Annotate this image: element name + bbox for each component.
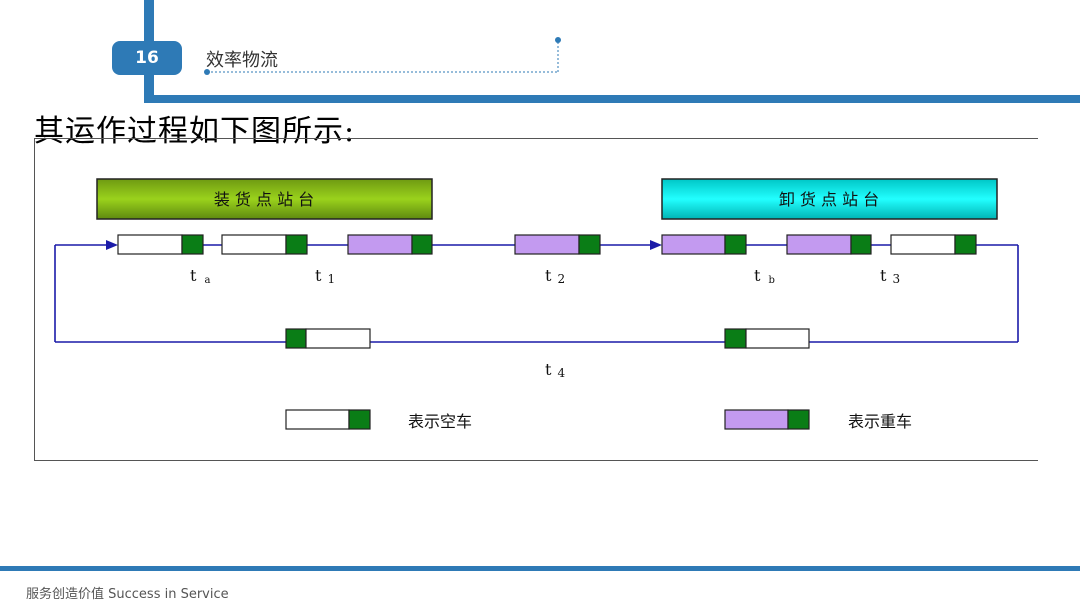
footer-slogan: 服务创造价值 Success in Service bbox=[26, 587, 229, 602]
header-underline-bar bbox=[144, 95, 1080, 103]
page-number-badge: 16 bbox=[112, 41, 182, 75]
loading-station-platform: 装 货 点 站 台 bbox=[96, 178, 433, 220]
diagram-frame bbox=[34, 138, 1038, 461]
footer-divider-bar bbox=[0, 566, 1080, 571]
empty-vehicle-t1 bbox=[221, 234, 308, 255]
legend-loaded-label: 表示重车 bbox=[848, 412, 912, 431]
legend-empty-label: 表示空车 bbox=[408, 412, 472, 431]
empty-vehicle-return-right bbox=[724, 328, 810, 349]
loading-station-label: 装 货 点 站 台 bbox=[214, 190, 314, 209]
empty-vehicle-ta bbox=[117, 234, 204, 255]
track-loop bbox=[54, 240, 1019, 343]
loaded-vehicle-tb bbox=[661, 234, 747, 255]
header-decoration bbox=[204, 37, 561, 75]
legend-loaded-vehicle-symbol bbox=[724, 409, 810, 430]
legend-empty-vehicle-symbol bbox=[285, 409, 371, 430]
empty-vehicle-return-left bbox=[285, 328, 371, 349]
loaded-vehicle-1 bbox=[347, 234, 433, 255]
loaded-vehicle-t2 bbox=[514, 234, 601, 255]
slide-heading: 其运作过程如下图所示: bbox=[34, 114, 356, 149]
unloading-station-label: 卸 货 点 站 台 bbox=[779, 190, 879, 209]
unloading-station-platform: 卸 货 点 站 台 bbox=[661, 178, 998, 220]
section-title: 效率物流 bbox=[206, 50, 278, 71]
loaded-vehicle-2 bbox=[786, 234, 872, 255]
empty-vehicle-t3 bbox=[890, 234, 977, 255]
